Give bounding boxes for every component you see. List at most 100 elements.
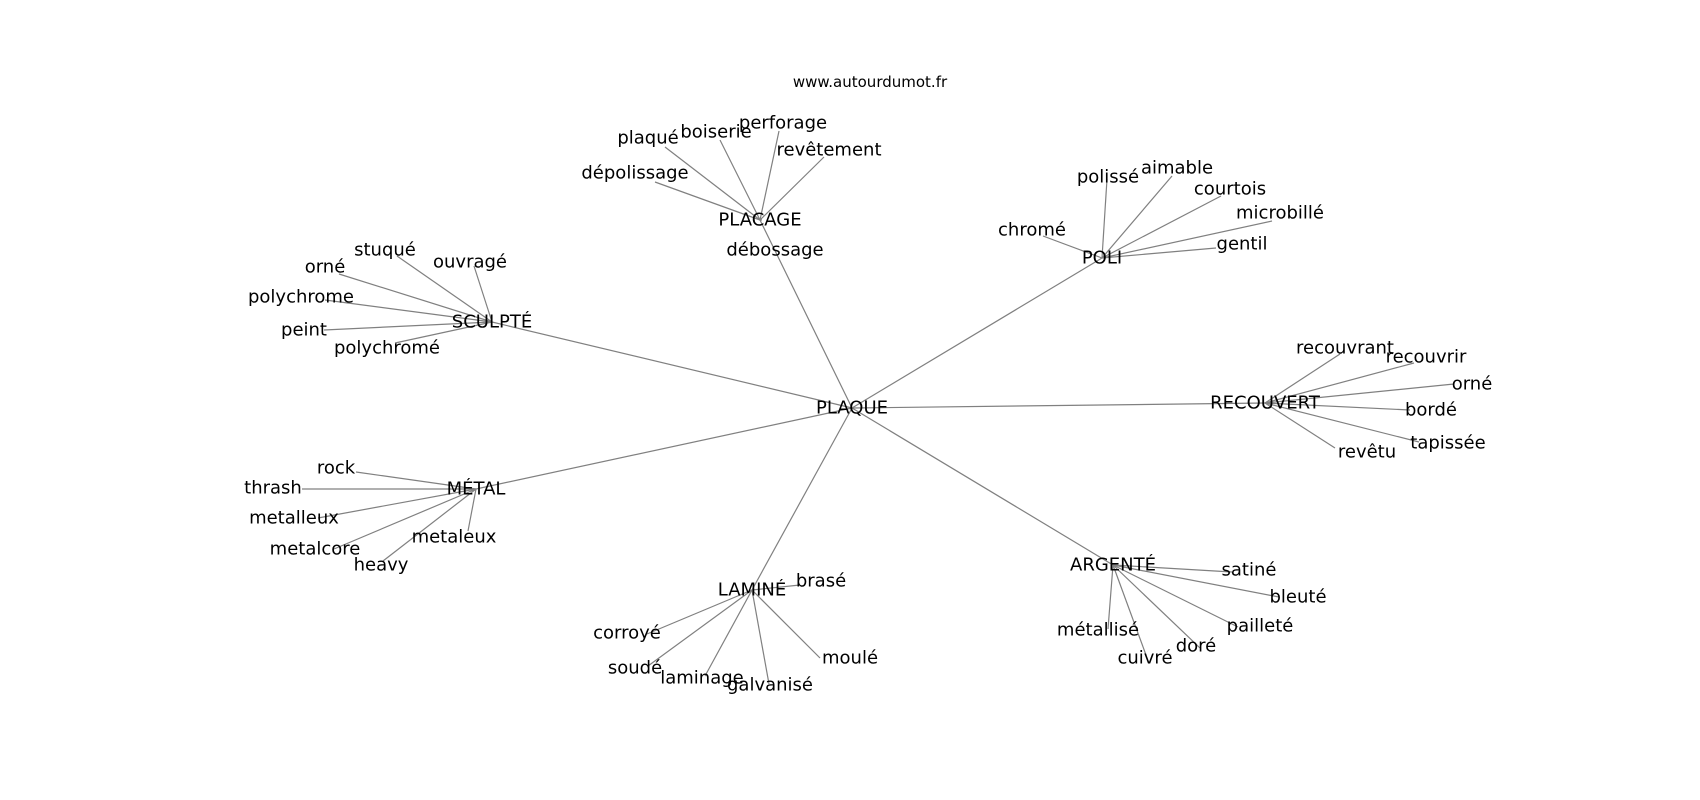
edge-metal-leaf-3 bbox=[333, 488, 477, 550]
edge-metal-leaf-4 bbox=[382, 488, 477, 562]
leaf-node[interactable]: gentil bbox=[1216, 233, 1268, 255]
edge-sculpte-leaf-1 bbox=[338, 273, 493, 323]
edge-sculpte-leaf-2 bbox=[473, 265, 493, 323]
leaf-node[interactable]: galvanisé bbox=[726, 674, 814, 696]
edge-argente-leaf-3 bbox=[1112, 564, 1201, 649]
edge-argente-leaf-4 bbox=[1112, 564, 1147, 656]
edge-recouvert-leaf-3 bbox=[1264, 402, 1411, 411]
leaf-node[interactable]: doré bbox=[1175, 635, 1217, 657]
edge-lamine-leaf-4 bbox=[751, 589, 770, 685]
leaf-node[interactable]: pailleté bbox=[1226, 615, 1294, 637]
edge-argente-leaf-2 bbox=[1112, 564, 1239, 628]
leaf-node[interactable]: métallisé bbox=[1056, 619, 1140, 641]
hub-node-metal[interactable]: MÉTAL bbox=[446, 478, 506, 500]
leaf-node[interactable]: laminage bbox=[660, 667, 744, 689]
edge-lamine-leaf-5 bbox=[751, 589, 821, 659]
hub-node-sculpte[interactable]: SCULPTÉ bbox=[451, 311, 533, 333]
leaf-node[interactable]: recouvrant bbox=[1296, 337, 1394, 359]
hub-node-argente[interactable]: ARGENTÉ bbox=[1070, 554, 1156, 576]
hub-node-poli[interactable]: POLI bbox=[1081, 247, 1123, 269]
leaf-node[interactable]: stuqué bbox=[354, 239, 416, 261]
leaf-node[interactable]: metaleux bbox=[411, 526, 497, 548]
leaf-node[interactable]: aimable bbox=[1140, 157, 1214, 179]
edge-root-sculpte bbox=[491, 321, 853, 409]
leaf-node[interactable]: plaqué bbox=[617, 127, 679, 149]
leaf-node[interactable]: revêtu bbox=[1337, 441, 1397, 463]
leaf-node[interactable]: metalcore bbox=[269, 538, 361, 560]
leaf-node[interactable]: orné bbox=[1451, 373, 1493, 395]
hub-node-placage[interactable]: PLACAGE bbox=[718, 209, 802, 231]
edge-placage-leaf-3 bbox=[759, 130, 780, 221]
edge-root-metal bbox=[475, 407, 853, 490]
leaf-node[interactable]: peint bbox=[281, 319, 327, 341]
edge-metal-leaf-0 bbox=[355, 471, 477, 490]
leaf-node[interactable]: bordé bbox=[1404, 399, 1458, 421]
edge-recouvert-leaf-1 bbox=[1264, 362, 1415, 404]
edge-poli-leaf-4 bbox=[1101, 220, 1273, 259]
edge-poli-leaf-5 bbox=[1101, 247, 1217, 259]
edge-recouvert-leaf-4 bbox=[1264, 402, 1420, 443]
leaf-node[interactable]: ouvragé bbox=[432, 251, 508, 273]
edge-recouvert-leaf-2 bbox=[1264, 383, 1455, 404]
edge-root-lamine bbox=[751, 407, 853, 591]
edge-lamine-leaf-3 bbox=[704, 589, 753, 677]
edge-placage-leaf-2 bbox=[719, 139, 761, 221]
edge-lamine-leaf-1 bbox=[646, 589, 753, 635]
edge-argente-leaf-0 bbox=[1112, 564, 1233, 573]
edge-argente-leaf-1 bbox=[1112, 564, 1280, 598]
edge-poli-leaf-1 bbox=[1101, 178, 1108, 259]
leaf-node[interactable]: cuivré bbox=[1117, 647, 1173, 669]
leaf-node[interactable]: brasé bbox=[795, 570, 847, 592]
edge-placage-leaf-0 bbox=[654, 181, 761, 221]
leaf-node[interactable]: chromé bbox=[998, 219, 1066, 241]
edge-sculpte-leaf-3 bbox=[324, 299, 493, 323]
hub-node-recouvert[interactable]: RECOUVERT bbox=[1210, 392, 1320, 414]
leaf-node[interactable]: microbillé bbox=[1236, 202, 1324, 224]
leaf-node[interactable]: débossage bbox=[726, 239, 824, 261]
leaf-node[interactable]: heavy bbox=[353, 554, 409, 576]
edge-poli-leaf-3 bbox=[1101, 195, 1222, 259]
edge-recouvert-leaf-5 bbox=[1264, 402, 1336, 449]
edge-root-poli bbox=[851, 257, 1103, 409]
edge-metal-leaf-2 bbox=[317, 488, 477, 519]
leaf-node[interactable]: soudé bbox=[607, 657, 663, 679]
root-node[interactable]: PLAQUE bbox=[815, 397, 889, 419]
leaf-node[interactable]: thrash bbox=[244, 477, 302, 499]
leaf-node[interactable]: orné bbox=[304, 256, 346, 278]
leaf-node[interactable]: perforage bbox=[738, 112, 828, 134]
edge-sculpte-leaf-5 bbox=[394, 321, 493, 344]
edge-lamine-leaf-2 bbox=[647, 589, 753, 667]
edge-root-recouvert bbox=[851, 402, 1266, 409]
leaf-node[interactable]: revêtement bbox=[776, 139, 882, 161]
edge-placage-leaf-4 bbox=[759, 156, 825, 221]
leaf-node[interactable]: rock bbox=[316, 457, 356, 479]
edge-sculpte-leaf-4 bbox=[323, 321, 493, 331]
leaf-node[interactable]: polissé bbox=[1076, 166, 1140, 188]
edge-lamine-leaf-0 bbox=[751, 584, 801, 591]
leaf-node[interactable]: courtois bbox=[1193, 178, 1267, 200]
edge-poli-leaf-0 bbox=[1042, 235, 1103, 259]
hub-node-lamine[interactable]: LAMINÉ bbox=[717, 579, 787, 601]
edge-root-argente bbox=[851, 407, 1114, 566]
leaf-node[interactable]: metalleux bbox=[249, 507, 339, 529]
edge-root-placage bbox=[759, 219, 853, 409]
leaf-node[interactable]: polychromé bbox=[333, 337, 441, 359]
leaf-node[interactable]: polychrome bbox=[247, 286, 355, 308]
edge-sculpte-leaf-0 bbox=[396, 255, 493, 323]
leaf-node[interactable]: dépolissage bbox=[581, 162, 689, 184]
edge-recouvert-leaf-0 bbox=[1264, 353, 1341, 404]
edge-argente-leaf-5 bbox=[1107, 564, 1114, 630]
leaf-node[interactable]: recouvrir bbox=[1385, 346, 1467, 368]
edge-poli-leaf-2 bbox=[1101, 175, 1173, 259]
site-watermark: www.autourdumot.fr bbox=[792, 73, 948, 91]
leaf-node[interactable]: tapissée bbox=[1410, 432, 1486, 454]
edge-metal-leaf-5 bbox=[467, 488, 477, 532]
leaf-node[interactable]: boiserie bbox=[680, 121, 752, 143]
edge-placage-leaf-1 bbox=[664, 146, 761, 221]
leaf-node[interactable]: moulé bbox=[821, 647, 879, 669]
leaf-node[interactable]: bleuté bbox=[1269, 586, 1327, 608]
leaf-node[interactable]: satiné bbox=[1221, 559, 1277, 581]
leaf-node[interactable]: corroyé bbox=[593, 622, 661, 644]
